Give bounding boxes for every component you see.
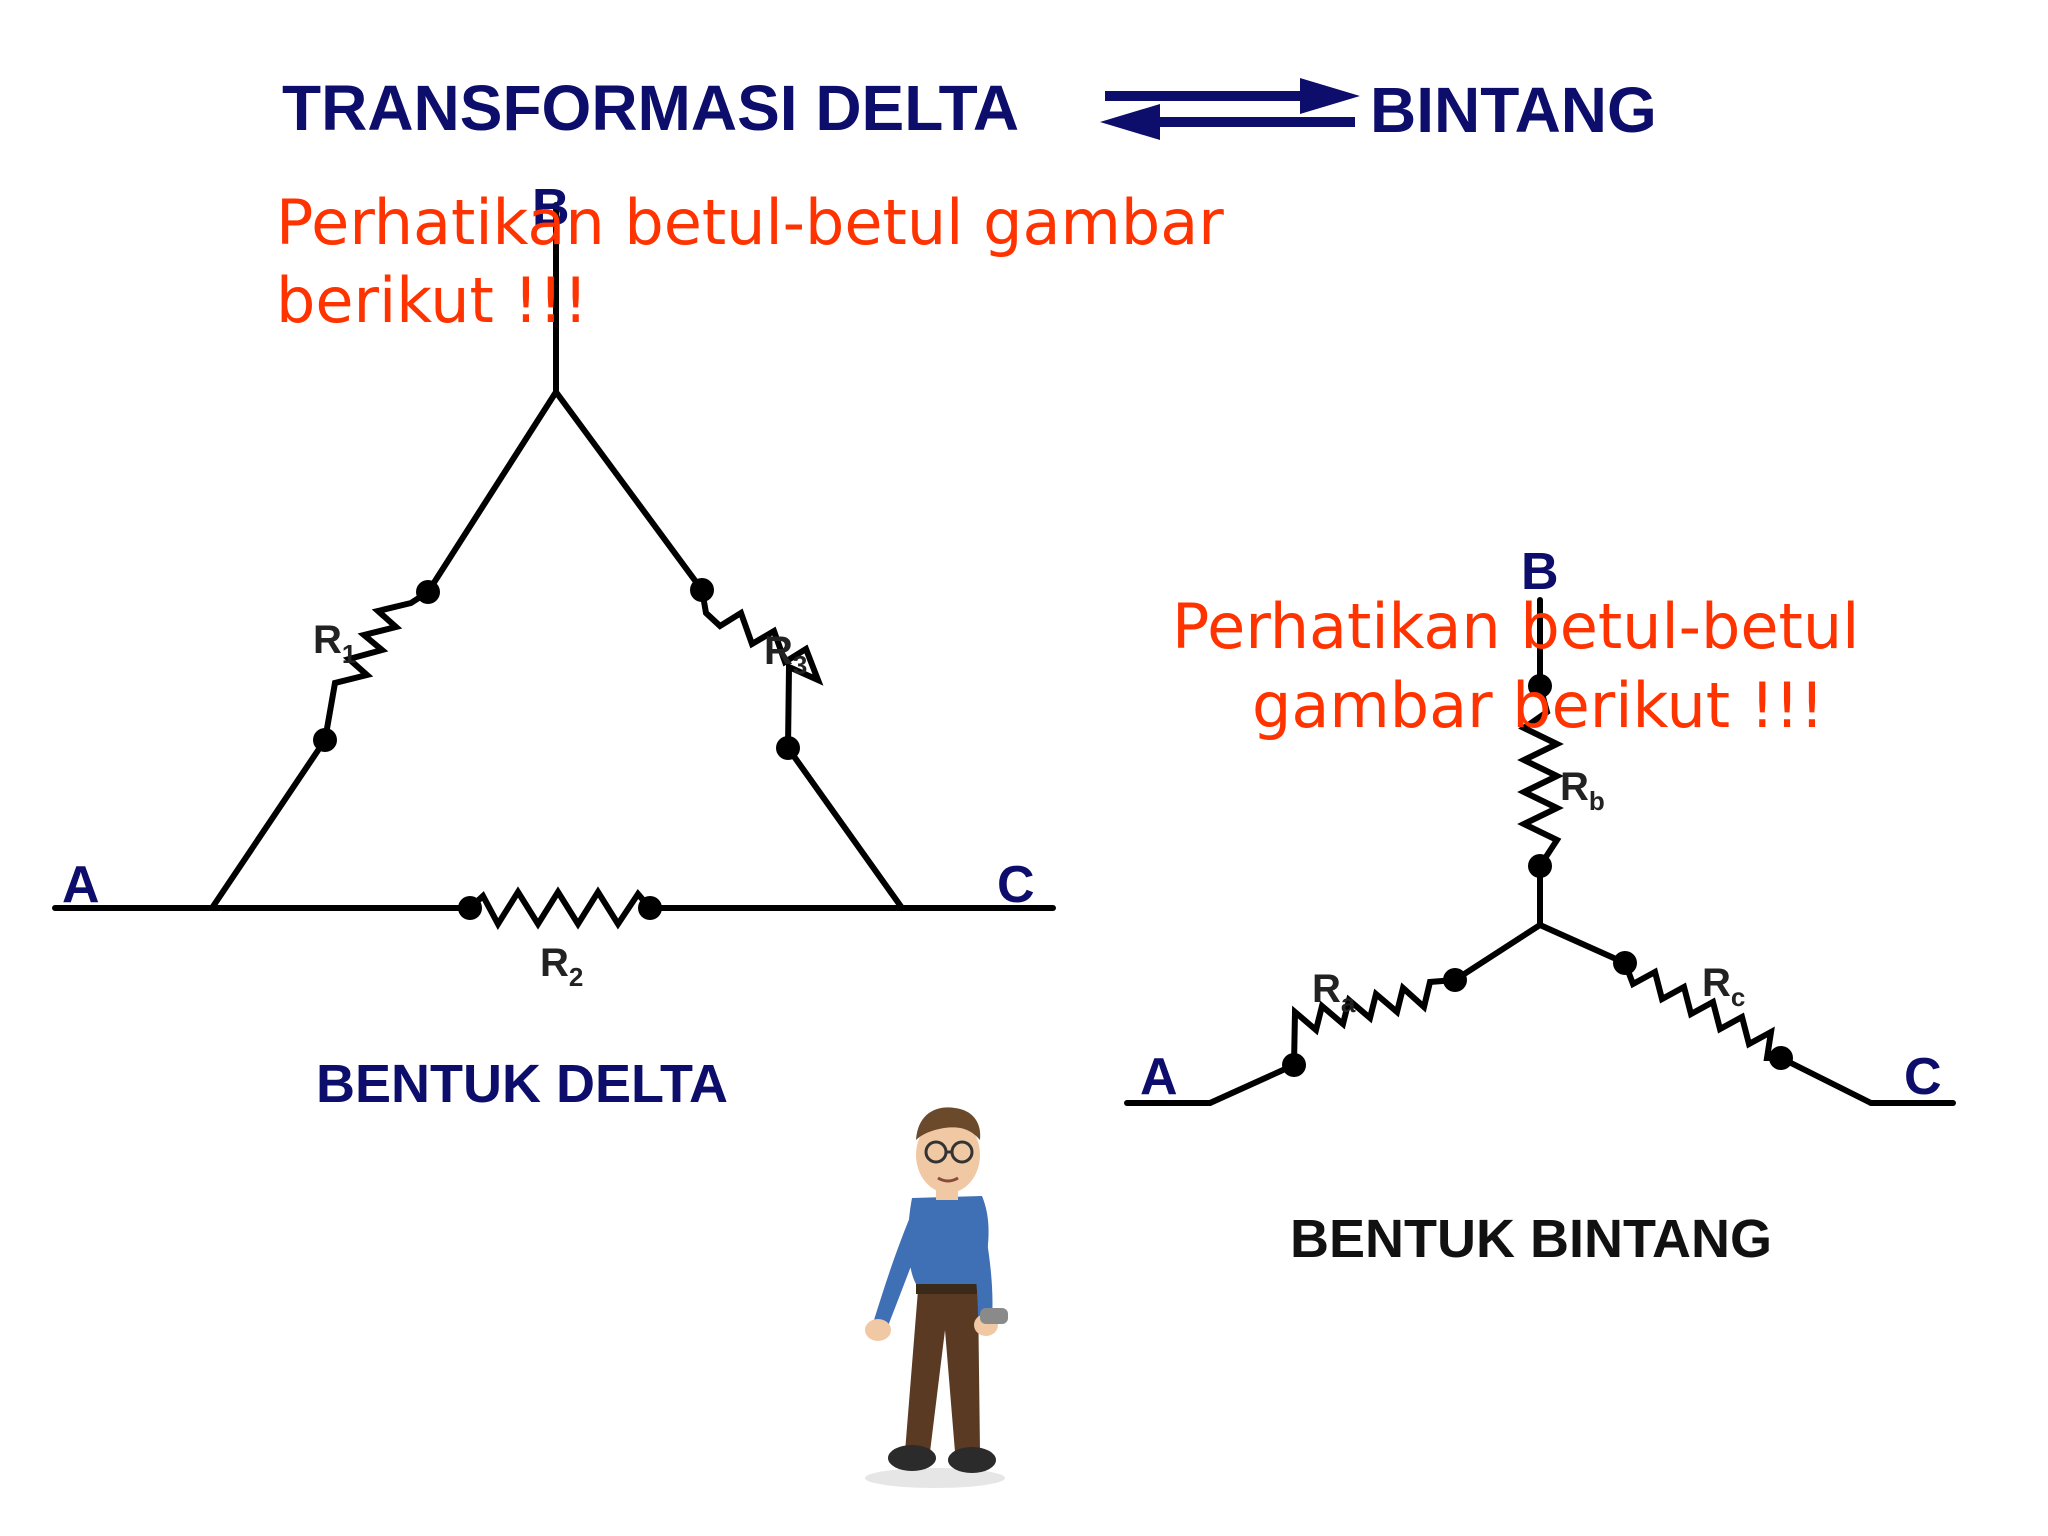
star-terminal-dot: [1443, 968, 1467, 992]
star-terminal-dot: [1528, 674, 1552, 698]
delta-resistor-r2: [467, 886, 653, 930]
star-wire-ra-bottom: [1207, 1062, 1297, 1106]
star-wire-ra-top: [1452, 922, 1543, 983]
delta-terminal-dot: [776, 736, 800, 760]
delta-terminal-dot: [638, 896, 662, 920]
delta-terminal-dot: [458, 896, 482, 920]
delta-resistor-r3: [699, 589, 824, 749]
caption-star: BENTUK BINTANG: [1290, 1209, 1772, 1269]
title-bintang: BINTANG: [1370, 74, 1657, 146]
delta-node-a: A: [62, 856, 100, 914]
delta-wire-r1-top: [425, 389, 559, 595]
note-star-line2: gambar berikut !!!: [1252, 669, 1824, 742]
presenter-figure-icon: [865, 1107, 1008, 1488]
delta-node-c: C: [997, 856, 1035, 914]
note-delta-line1: Perhatikan betul-betul gambar: [276, 186, 1224, 259]
delta-terminal-dot: [313, 728, 337, 752]
label-r3: R3: [764, 629, 807, 680]
star-wire-rc-bottom: [1778, 1055, 1874, 1106]
star-node-b: B: [1521, 543, 1559, 601]
star-terminal-dot: [1613, 951, 1637, 975]
delta-wire-r3-top: [553, 389, 705, 593]
star-node-a: A: [1140, 1048, 1178, 1106]
title-delta: TRANSFORMASI DELTA: [282, 72, 1019, 144]
label-r1: R1: [313, 618, 356, 669]
star-resistor-ra: [1291, 977, 1456, 1066]
delta-resistor-r1: [322, 589, 430, 741]
star-resistor-rc: [1622, 961, 1781, 1061]
delta-terminal-dot: [416, 580, 440, 604]
double-arrow-icon: [1100, 78, 1360, 140]
star-wire-rc-top: [1537, 922, 1628, 966]
star-terminal-dot: [1282, 1053, 1306, 1077]
star-terminal-dot: [1528, 854, 1552, 878]
label-r2: R2: [540, 941, 583, 992]
delta-node-b: B: [532, 179, 570, 237]
caption-delta: BENTUK DELTA: [316, 1054, 728, 1114]
delta-wire-r1-bottom: [209, 737, 328, 911]
label-ra: Ra: [1312, 967, 1356, 1018]
star-circuit: [1124, 597, 1956, 1106]
label-rb: Rb: [1560, 765, 1605, 816]
star-resistor-rb: [1517, 685, 1564, 868]
star-terminal-dot: [1769, 1046, 1793, 1070]
note-star-line1: Perhatikan betul-betul: [1172, 590, 1859, 663]
label-rc: Rc: [1702, 961, 1745, 1012]
star-node-c: C: [1904, 1048, 1942, 1106]
delta-terminal-dot: [690, 578, 714, 602]
delta-circuit: [52, 202, 1056, 930]
delta-wire-r3-bottom: [785, 745, 905, 911]
note-delta-line2: berikut !!!: [276, 264, 588, 337]
